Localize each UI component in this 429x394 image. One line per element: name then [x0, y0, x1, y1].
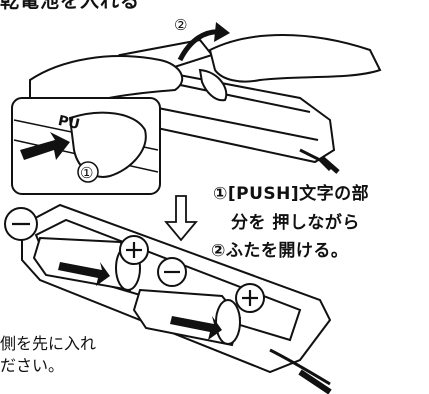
note-line-2: ださい。 — [0, 356, 65, 375]
open-arrow-head — [214, 22, 230, 42]
polarity-symbols — [12, 222, 258, 306]
down-arrow — [164, 195, 198, 242]
step1-marker: ① — [80, 164, 94, 182]
heading: 乾電池を入れる — [0, 0, 141, 12]
note-line-1: 側を先に入れ — [0, 334, 97, 353]
step2-marker: ② — [174, 16, 188, 34]
instruction-line-1: ①[PUSH]文字の部 — [213, 184, 370, 204]
instruction-line-3: ②ふたを開ける。 — [211, 241, 349, 261]
battery-right — [132, 288, 242, 347]
instruction-line-2: 分を 押しながら — [231, 213, 360, 233]
insert-arrow-left — [58, 262, 110, 286]
push-inset — [11, 97, 161, 195]
insert-arrow-right — [170, 316, 222, 340]
